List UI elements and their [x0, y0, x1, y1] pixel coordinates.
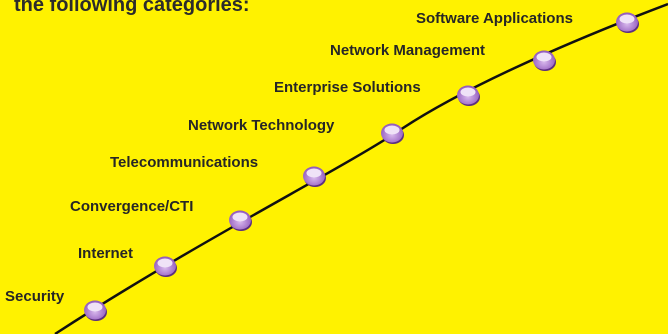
category-node: [154, 256, 177, 277]
category-label: Security: [5, 288, 65, 305]
category-label: Internet: [78, 245, 133, 262]
category-node: [303, 166, 326, 187]
category-label: Network Management: [330, 42, 485, 59]
category-node: [616, 12, 639, 33]
category-label: Convergence/CTI: [70, 198, 193, 215]
category-label: Software Applications: [416, 10, 573, 27]
category-node: [533, 50, 556, 71]
category-node: [229, 210, 252, 231]
heading: the following categories:: [14, 0, 250, 16]
category-label: Enterprise Solutions: [274, 79, 421, 96]
category-label: Telecommunications: [110, 154, 258, 171]
category-node: [84, 300, 107, 321]
category-node: [381, 123, 404, 144]
category-label: Network Technology: [188, 117, 335, 134]
category-node: [457, 85, 480, 106]
